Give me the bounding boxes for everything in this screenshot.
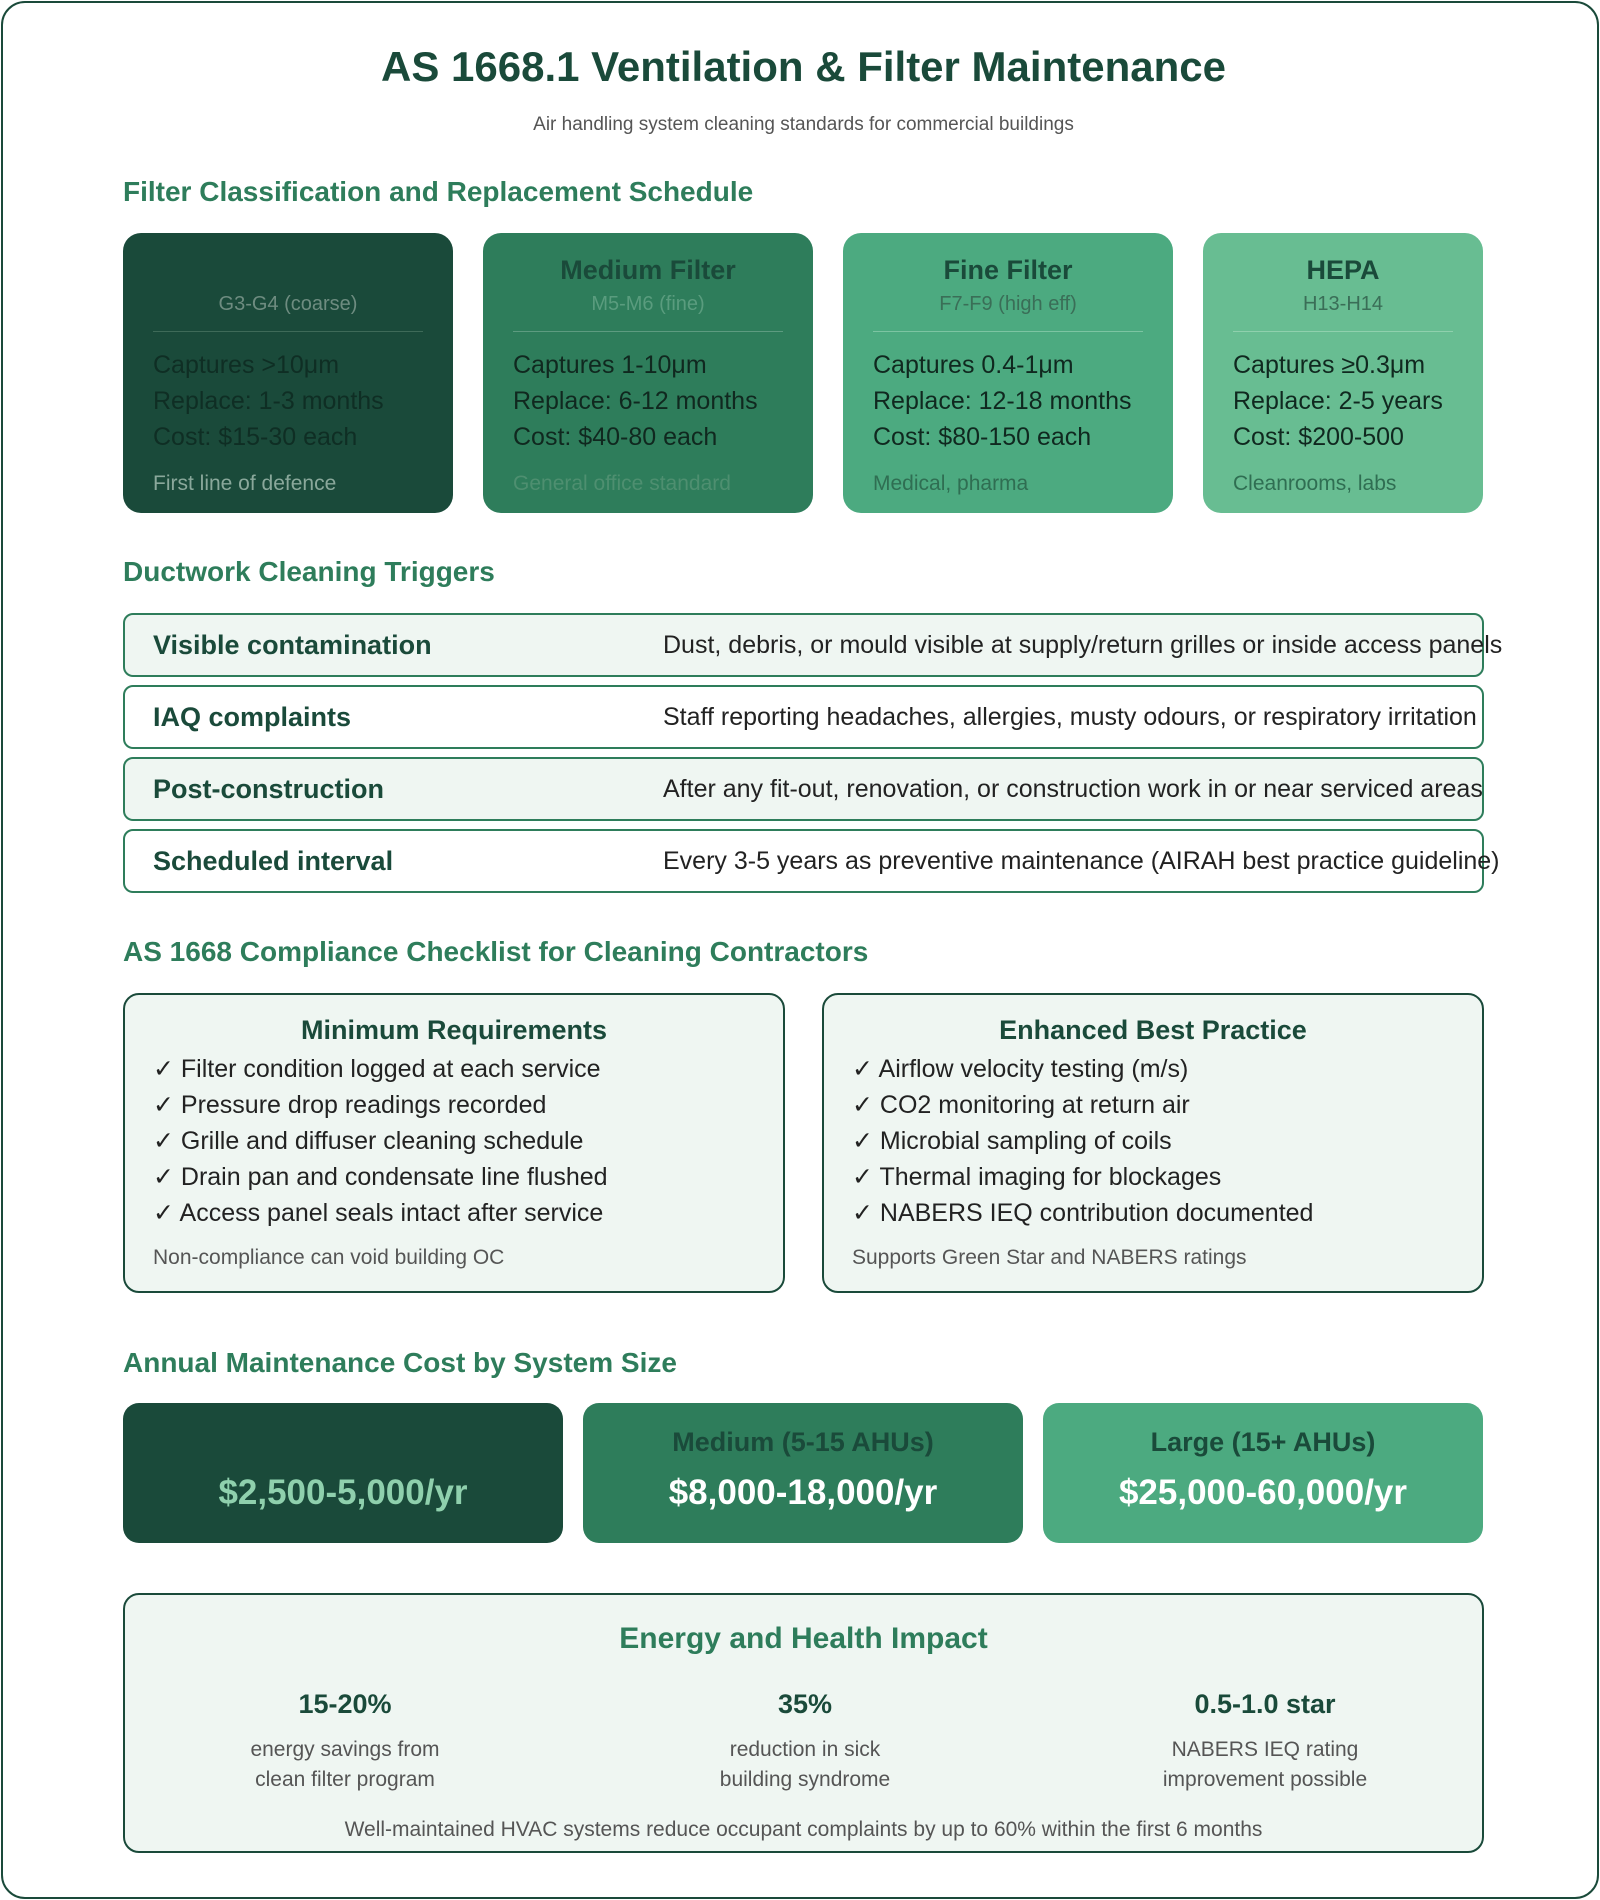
cost-card-large: Large (15+ AHUs) $25,000-60,000/yr (1043, 1403, 1483, 1543)
cost-label: Medium (5-15 AHUs) (672, 1427, 934, 1457)
cost-value: $25,000-60,000/yr (1118, 1473, 1408, 1512)
filter-captures: Captures >10μm (153, 351, 340, 379)
page-title: AS 1668.1 Ventilation & Filter Maintenan… (381, 43, 1226, 90)
filter-captures: Captures 0.4-1μm (873, 351, 1074, 379)
stat-desc: NABERS IEQ rating improvement possible (1045, 1735, 1485, 1795)
cost-card-small: $2,500-5,000/yr (123, 1403, 563, 1543)
impact-stat: 15-20% energy savings from clean filter … (125, 1687, 565, 1795)
section-heading-checklist: AS 1668 Compliance Checklist for Cleanin… (123, 936, 869, 967)
checklist-note: Supports Green Star and NABERS ratings (852, 1246, 1247, 1269)
filter-class: H13-H14 (1302, 293, 1384, 315)
cost-value: $8,000-18,000/yr (668, 1473, 938, 1512)
checklist-title: Enhanced Best Practice (999, 1015, 1307, 1045)
trigger-desc: After any fit-out, renovation, or constr… (663, 775, 1483, 803)
filter-details: Captures >10μm Replace: 1-3 months Cost:… (153, 347, 433, 455)
checklist-item: ✓ Filter condition logged at each servic… (153, 1055, 601, 1083)
trigger-label: IAQ complaints (153, 702, 352, 732)
filter-name: Fine Filter (943, 255, 1073, 285)
filter-cost: Cost: $40-80 each (513, 423, 718, 451)
impact-stat: 35% reduction in sick building syndrome (585, 1687, 1025, 1795)
filter-card-medium: Medium Filter M5-M6 (fine) Captures 1-10… (483, 233, 813, 513)
stat-desc-line: building syndrome (719, 1768, 891, 1791)
checklist-items: ✓ Airflow velocity testing (m/s) ✓ CO2 m… (852, 1051, 1472, 1231)
checklist-item: ✓ Drain pan and condensate line flushed (153, 1163, 608, 1191)
filter-card-fine: Fine Filter F7-F9 (high eff) Captures 0.… (843, 233, 1173, 513)
trigger-desc: Dust, debris, or mould visible at supply… (663, 631, 1503, 659)
stat-value: 0.5-1.0 star (1194, 1689, 1336, 1719)
filter-details: Captures 1-10μm Replace: 6-12 months Cos… (513, 347, 793, 455)
section-heading-cost: Annual Maintenance Cost by System Size (123, 1347, 677, 1378)
cost-label: Large (15+ AHUs) (1150, 1427, 1376, 1457)
filter-card-hepa: HEPA H13-H14 Captures ≥0.3μm Replace: 2-… (1203, 233, 1483, 513)
filter-details: Captures ≥0.3μm Replace: 2-5 years Cost:… (1233, 347, 1463, 455)
filter-captures: Captures 1-10μm (513, 351, 707, 379)
filter-class: F7-F9 (high eff) (939, 293, 1077, 315)
impact-stat: 0.5-1.0 star NABERS IEQ rating improveme… (1045, 1687, 1485, 1795)
filter-captures: Captures ≥0.3μm (1233, 351, 1426, 379)
stat-desc: energy savings from clean filter program (125, 1735, 565, 1795)
stat-desc-line: NABERS IEQ rating (1171, 1738, 1359, 1761)
trigger-row: Post-construction After any fit-out, ren… (123, 757, 1484, 821)
trigger-label: Visible contamination (153, 630, 432, 660)
checklist-item: ✓ Airflow velocity testing (m/s) (852, 1055, 1189, 1083)
divider (873, 331, 1143, 332)
trigger-row: Visible contamination Dust, debris, or m… (123, 613, 1502, 677)
trigger-row: Scheduled interval Every 3-5 years as pr… (123, 829, 1500, 893)
filter-class: G3-G4 (coarse) (218, 293, 358, 315)
stat-desc-line: energy savings from (250, 1738, 440, 1761)
checklist-item: ✓ NABERS IEQ contribution documented (852, 1199, 1314, 1227)
filter-card-coarse: G3-G4 (coarse) Captures >10μm Replace: 1… (123, 233, 453, 513)
filter-cost: Cost: $200-500 (1233, 423, 1404, 451)
checklist-items: ✓ Filter condition logged at each servic… (153, 1051, 773, 1231)
trigger-desc: Staff reporting headaches, allergies, mu… (663, 703, 1477, 731)
section-heading-filters: Filter Classification and Replacement Sc… (123, 176, 754, 207)
filter-note: General office standard (513, 472, 731, 495)
impact-panel: Energy and Health Impact 15-20% energy s… (123, 1593, 1484, 1853)
filter-replace: Replace: 1-3 months (153, 387, 384, 415)
filter-details: Captures 0.4-1μm Replace: 12-18 months C… (873, 347, 1153, 455)
divider (513, 331, 783, 332)
trigger-label: Post-construction (153, 774, 385, 804)
cost-value: $2,500-5,000/yr (218, 1473, 468, 1512)
page-subtitle: Air handling system cleaning standards f… (533, 114, 1074, 135)
filter-replace: Replace: 6-12 months (513, 387, 758, 415)
checklist-title: Minimum Requirements (300, 1015, 608, 1045)
trigger-desc: Every 3-5 years as preventive maintenanc… (663, 847, 1500, 875)
checklist-minimum: Minimum Requirements ✓ Filter condition … (123, 993, 785, 1293)
impact-title: Energy and Health Impact (619, 1622, 988, 1655)
filter-name: HEPA (1306, 255, 1380, 285)
stat-desc-line: clean filter program (255, 1768, 435, 1791)
checklist-item: ✓ Microbial sampling of coils (852, 1127, 1172, 1155)
trigger-label: Scheduled interval (153, 846, 394, 876)
filter-class: M5-M6 (fine) (591, 293, 705, 315)
filter-note: Medical, pharma (873, 472, 1029, 495)
filter-cost: Cost: $80-150 each (873, 423, 1092, 451)
stat-desc: reduction in sick building syndrome (585, 1735, 1025, 1795)
stat-value: 35% (777, 1689, 833, 1719)
checklist-item: ✓ CO2 monitoring at return air (852, 1091, 1190, 1119)
divider (153, 331, 423, 332)
checklist-note: Non-compliance can void building OC (153, 1246, 505, 1269)
stat-desc-line: improvement possible (1162, 1768, 1368, 1791)
filter-note: First line of defence (153, 472, 337, 495)
stat-value: 15-20% (298, 1689, 392, 1719)
checklist-item: ✓ Pressure drop readings recorded (153, 1091, 547, 1119)
filter-replace: Replace: 2-5 years (1233, 387, 1443, 415)
checklist-item: ✓ Thermal imaging for blockages (852, 1163, 1222, 1191)
filter-note: Cleanrooms, labs (1233, 472, 1397, 495)
checklist-enhanced: Enhanced Best Practice ✓ Airflow velocit… (822, 993, 1484, 1293)
filter-name: Medium Filter (560, 255, 736, 285)
divider (1233, 331, 1453, 332)
cost-card-medium: Medium (5-15 AHUs) $8,000-18,000/yr (583, 1403, 1023, 1543)
trigger-row: IAQ complaints Staff reporting headaches… (123, 685, 1484, 749)
filter-replace: Replace: 12-18 months (873, 387, 1132, 415)
checklist-item: ✓ Access panel seals intact after servic… (153, 1199, 604, 1227)
checklist-item: ✓ Grille and diffuser cleaning schedule (153, 1127, 584, 1155)
impact-footer: Well-maintained HVAC systems reduce occu… (344, 1818, 1263, 1841)
section-heading-triggers: Ductwork Cleaning Triggers (123, 556, 495, 587)
stat-desc-line: reduction in sick (729, 1738, 881, 1761)
filter-cost: Cost: $15-30 each (153, 423, 358, 451)
